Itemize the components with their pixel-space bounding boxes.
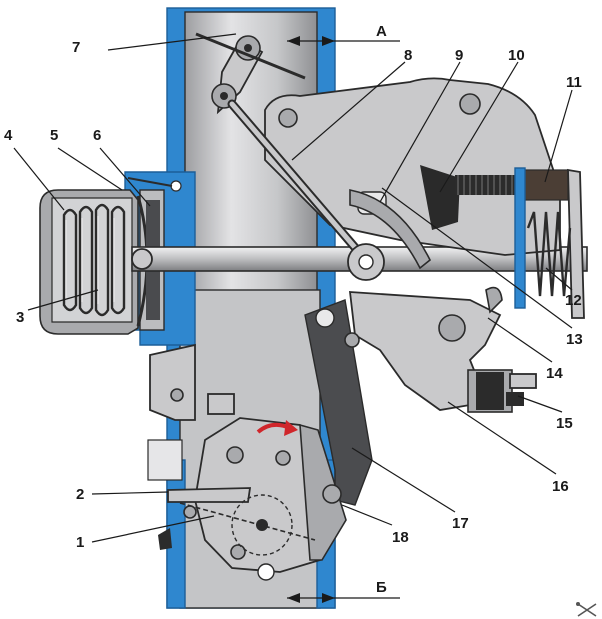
bracket-screw-left [278,108,298,128]
callout-15: 15 [556,415,573,432]
microswitch-plunger [509,373,537,389]
callout-10: 10 [508,47,525,64]
adjusting-nut [519,169,569,201]
section-label-bottom: Б [376,579,387,596]
callout-labels: 7 8 9 10 11 12 13 14 15 16 17 18 4 5 6 3… [4,39,583,551]
cam-sector [420,165,460,230]
callout-5: 5 [50,127,58,144]
callout-3: 3 [16,309,24,326]
leader-lines [13,33,573,543]
sector-lever [348,286,537,413]
link-pin-top [315,308,335,328]
callout-9: 9 [455,47,463,64]
spring-bracket [567,168,585,319]
rotation-arrow-head [284,420,298,436]
vacuum-channel [127,177,173,187]
callout-1: 1 [76,534,84,551]
diaphragm-spring [62,203,126,317]
callout-17: 17 [452,515,469,532]
throttle-lever-small [167,487,252,503]
section-marker-top: А [287,23,400,46]
rod-end-nut [131,248,153,270]
small-block [207,393,235,415]
callout-14: 14 [546,365,563,382]
callout-18: 18 [392,529,409,546]
callout-13: 13 [566,331,583,348]
lever-tab [485,286,503,314]
vacuum-port [170,180,182,192]
callout-6: 6 [93,127,101,144]
throttle-plate-upper [195,32,306,80]
tools-icon [576,602,597,617]
throttle-drive [158,417,347,581]
spring-seat-blue [514,167,526,309]
callout-8: 8 [404,47,412,64]
lever-bracket [264,77,561,256]
callout-16: 16 [552,478,569,495]
lever-pin-lower [322,484,342,504]
callout-12: 12 [565,292,582,309]
bracket-screw-top [459,93,481,115]
throttle-link-lever [304,299,373,506]
callout-11: 11 [566,74,582,91]
section-marker-bottom: Б [287,579,400,603]
throttle-shaft-circle [231,494,293,556]
section-label-top: А [376,23,387,40]
mounting-ear [149,343,196,421]
callout-2: 2 [76,486,84,503]
arm-lever [349,189,432,270]
sector-pivot [438,314,466,342]
throttle-plate-lower [179,502,316,541]
side-tab [147,439,183,481]
adjusting-screw-assembly [455,167,585,319]
upper-link [195,32,369,263]
callout-7: 7 [72,39,80,56]
callout-4: 4 [4,127,13,144]
